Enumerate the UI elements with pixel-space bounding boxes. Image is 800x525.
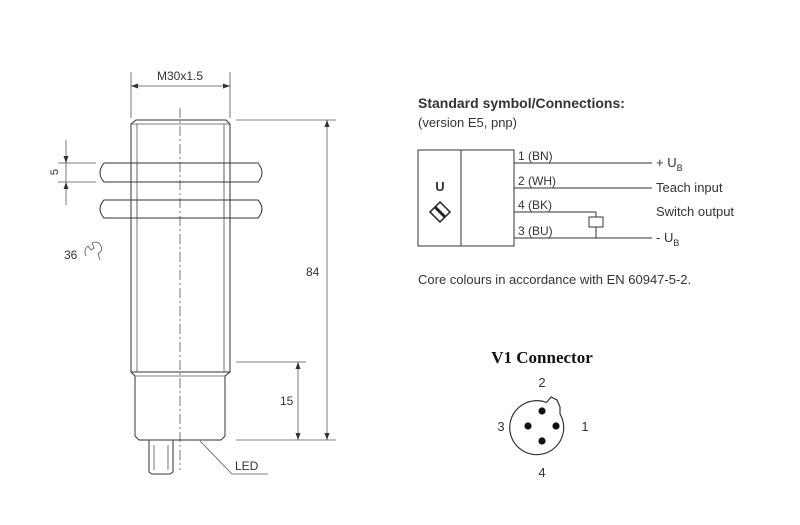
- wire-2-label: 2 (WH): [518, 174, 556, 188]
- pin-2-contact: [538, 407, 546, 415]
- sensor-outline-drawing: M30x1.5 5 36 LED: [49, 69, 336, 475]
- symbol-box-letter: U: [435, 179, 444, 194]
- pin-3-contact: [524, 422, 532, 430]
- pin-4-label: 4: [538, 465, 545, 480]
- wrench-icon: [84, 241, 102, 261]
- pin-4-contact: [538, 437, 546, 445]
- wire-3-label: 3 (BU): [518, 224, 553, 238]
- pin-1-contact: [552, 422, 560, 430]
- symbol-title: Standard symbol/Connections:: [418, 95, 625, 111]
- total-length-label: 84: [306, 265, 320, 279]
- tail-length-label: 15: [280, 394, 294, 408]
- wrench-size-label: 36: [64, 248, 78, 262]
- core-colours-note: Core colours in accordance with EN 60947…: [418, 272, 691, 287]
- connection-symbol: Standard symbol/Connections: (version E5…: [417, 95, 734, 287]
- wire-2-function: Teach input: [656, 180, 723, 195]
- pin-3-label: 3: [497, 419, 504, 434]
- symbol-subtitle: (version E5, pnp): [418, 115, 517, 130]
- pin-2-label: 2: [538, 375, 545, 390]
- wire-3-function: - UB: [656, 230, 679, 248]
- wire-4-label: 4 (BK): [518, 198, 552, 212]
- proximity-diamond-icon: [428, 200, 452, 224]
- v1-connector: V1 Connector 2 3 1 4: [491, 348, 593, 480]
- connector-face: [509, 396, 565, 456]
- wire-4-function: Switch output: [656, 204, 734, 219]
- nut-thickness-label: 5: [49, 169, 61, 175]
- wire-1-label: 1 (BN): [518, 149, 553, 163]
- thread-dimension-label: M30x1.5: [157, 69, 203, 83]
- connector-title: V1 Connector: [491, 348, 593, 367]
- pin-1-label: 1: [581, 419, 588, 434]
- led-label: LED: [235, 459, 259, 473]
- wire-1-function: + UB: [656, 155, 683, 173]
